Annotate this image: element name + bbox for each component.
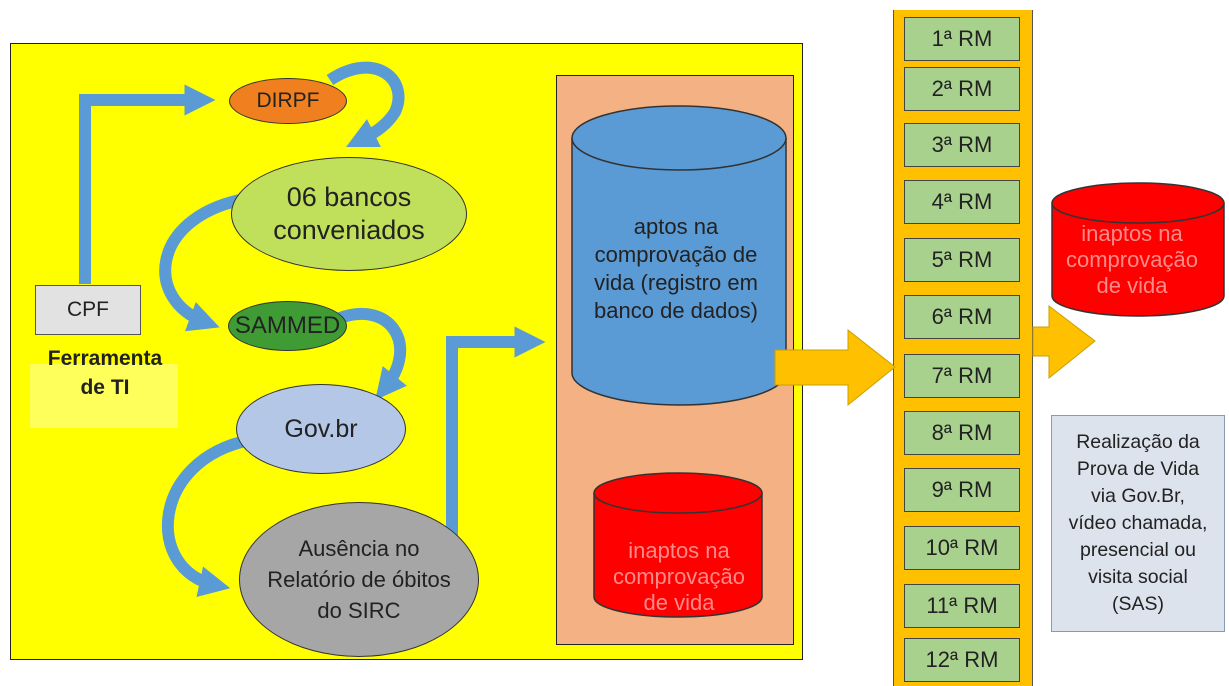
aptos-label-line2: comprovação de [594,242,758,267]
ti-label-background [30,364,178,428]
region-box: 2ª RM [904,67,1020,111]
inaptos-right-label-line1: inaptos na [1081,221,1183,246]
ausencia-node: Ausência no Relatório de óbitos do SIRC [239,502,479,657]
arrow-regions-to-right [1032,304,1096,380]
arrow-ausencia-to-database [446,326,546,540]
aptos-database-cylinder [571,105,787,406]
sammed-label: SAMMED [234,312,341,339]
inaptos-right-label: inaptos na comprovação de vida [1048,221,1216,299]
inaptos-label-line2: comprovação [612,564,746,589]
region-box: 11ª RM [904,584,1020,628]
bancos-label-line1: 06 bancos [286,182,412,212]
realizacao-line3: via Gov.Br, [1091,485,1185,507]
inaptos-right-cylinder [1051,182,1225,317]
arrow-sammed-to-govbr [337,307,407,401]
ausencia-label-line3: do SIRC [317,598,401,623]
inaptos-label-line3: de vida [643,590,715,615]
realizacao-line4: vídeo chamada, [1068,512,1208,534]
inaptos-label-line1: inaptos na [628,538,730,563]
realizacao-box: Realização da Prova de Vida via Gov.Br, … [1051,415,1225,632]
aptos-label-line1: aptos na [633,214,719,239]
arrow-database-to-regions [774,328,896,407]
tool-label-line1: Ferramenta [47,347,163,370]
inaptos-right-label-line2: comprovação [1065,247,1199,272]
realizacao-line5: presencial ou [1079,539,1196,561]
region-box: 9ª RM [904,468,1020,512]
bancos-node: 06 bancos conveniados [231,157,467,271]
region-box: 5ª RM [904,238,1020,282]
arrow-govbr-to-ausencia [162,434,252,597]
sammed-node: SAMMED [228,301,347,351]
region-box: 12ª RM [904,638,1020,682]
arrow-dirpf-to-bancos [326,61,405,147]
inaptos-right-label-line3: de vida [1096,273,1168,298]
arrow-bancos-to-sammed [159,194,242,332]
realizacao-line7: (SAS) [1111,593,1164,615]
dirpf-label: DIRPF [256,89,320,112]
dirpf-node: DIRPF [229,78,347,124]
realizacao-line6: visita social [1088,566,1188,588]
region-box: 10ª RM [904,526,1020,570]
region-box: 6ª RM [904,295,1020,339]
region-box: 3ª RM [904,123,1020,167]
govbr-label: Gov.br [284,414,358,443]
region-box: 1ª RM [904,17,1020,61]
region-box: 8ª RM [904,411,1020,455]
inaptos-database-cylinder [593,472,763,618]
realizacao-line2: Prova de Vida [1076,458,1200,480]
ausencia-label-line1: Ausência no [298,536,420,561]
regions-strip [893,10,1033,686]
ausencia-label-line2: Relatório de óbitos [267,567,451,592]
aptos-label: aptos na comprovação de vida (registro e… [570,213,782,325]
inaptos-label: inaptos na comprovação de vida [588,538,770,616]
bancos-label-line2: conveniados [273,215,425,245]
realizacao-line1: Realização da [1076,431,1200,453]
cpf-box: CPF [35,285,141,335]
arrow-cpf-to-dirpf [79,84,216,284]
aptos-label-line4: banco de dados) [594,298,758,323]
region-box: 7ª RM [904,354,1020,398]
govbr-node: Gov.br [236,384,406,474]
aptos-label-line3: vida (registro em [594,270,758,295]
region-box: 4ª RM [904,180,1020,224]
tool-label: Ferramenta de TI [20,344,190,402]
tool-label-line2: de TI [80,376,130,399]
cpf-label: CPF [67,298,109,321]
